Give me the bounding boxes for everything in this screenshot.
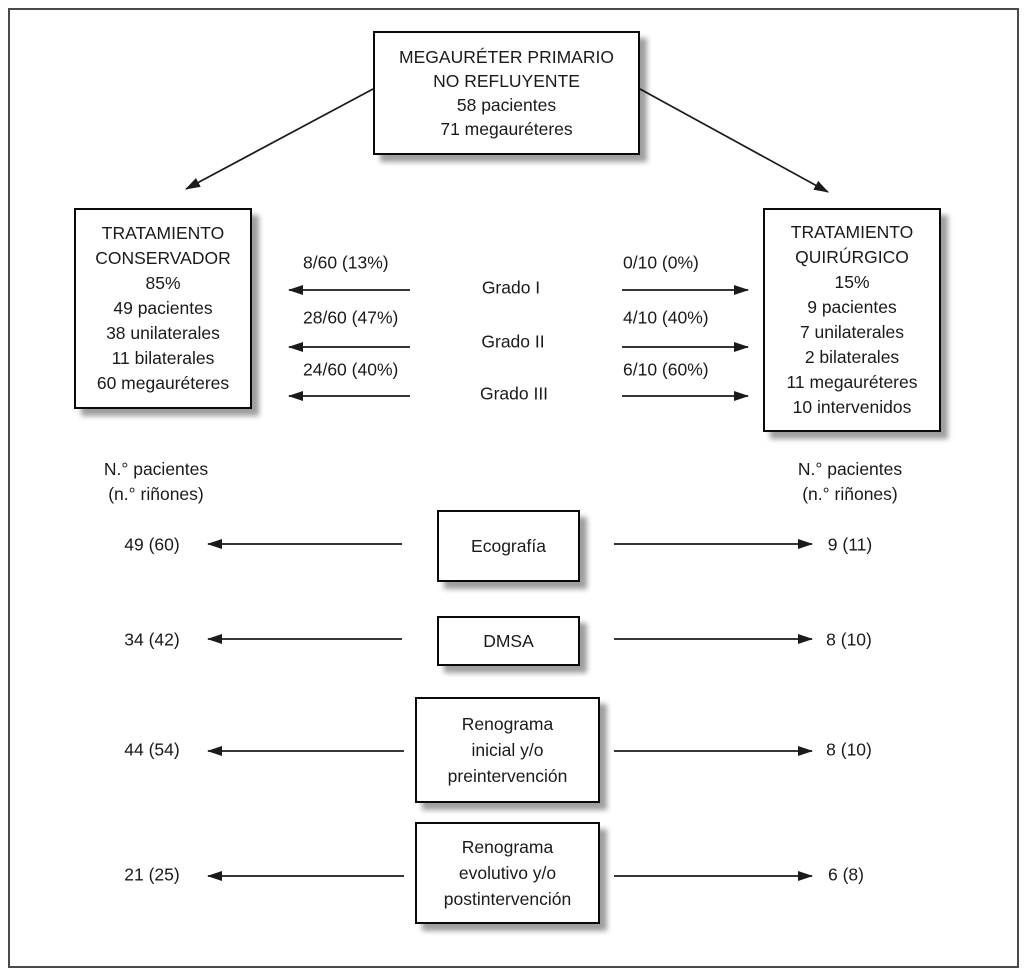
grado3-fraction-quirurgico: 6/10 (60%) bbox=[623, 359, 709, 380]
root-box: MEGAURÉTER PRIMARIO NO REFLUYENTE 58 pac… bbox=[373, 31, 640, 155]
left-column-header-line1: N.° pacientes bbox=[103, 459, 209, 479]
renograma-inicial-value-quirurgico: 8 (10) bbox=[826, 739, 872, 760]
quirurgico-box-line: 7 unilaterales bbox=[799, 322, 905, 342]
conservador-box-line: 60 megauréteres bbox=[96, 373, 230, 393]
conservador-box-line: 11 bilaterales bbox=[111, 348, 215, 368]
dmsa-value-conservador: 34 (42) bbox=[124, 629, 180, 650]
arrow-root-to-quirurgico bbox=[639, 88, 829, 193]
right-column-header-line1: N.° pacientes bbox=[797, 459, 903, 479]
grado1-fraction-quirurgico: 0/10 (0%) bbox=[623, 252, 699, 273]
conservador-box-line: CONSERVADOR bbox=[95, 248, 231, 268]
renograma-evolutivo-box-line: evolutivo y/o bbox=[458, 863, 557, 883]
renograma-inicial-value-conservador: 44 (54) bbox=[124, 739, 180, 760]
right-column-header-line2: (n.° riñones) bbox=[802, 484, 898, 504]
dmsa-value-quirurgico: 8 (10) bbox=[826, 629, 872, 650]
quirurgico-box: TRATAMIENTO QUIRÚRGICO 15% 9 pacientes 7… bbox=[763, 208, 941, 432]
quirurgico-box-line: QUIRÚRGICO bbox=[795, 247, 909, 267]
grado3-label: Grado III bbox=[479, 383, 549, 404]
renograma-evolutivo-value-quirurgico: 6 (8) bbox=[828, 864, 864, 885]
quirurgico-box-line: 2 bilaterales bbox=[804, 347, 900, 367]
grado2-fraction-quirurgico: 4/10 (40%) bbox=[623, 307, 709, 328]
renograma-inicial-box-line: inicial y/o bbox=[471, 740, 544, 760]
ecografia-value-conservador: 49 (60) bbox=[124, 534, 180, 555]
dmsa-box-label: DMSA bbox=[483, 630, 534, 651]
right-column-header: N.° pacientes (n.° riñones) bbox=[798, 457, 902, 507]
root-box-line: 71 megauréteres bbox=[440, 119, 573, 139]
quirurgico-box-line: 15% bbox=[834, 272, 870, 292]
quirurgico-box-line: TRATAMIENTO bbox=[790, 222, 914, 242]
left-column-header-line2: (n.° riñones) bbox=[108, 484, 204, 504]
left-column-header: N.° pacientes (n.° riñones) bbox=[104, 457, 208, 507]
grado2-fraction-conservador: 28/60 (47%) bbox=[303, 307, 399, 328]
arrow-root-to-conservador bbox=[185, 88, 374, 190]
renograma-inicial-box-line: preintervención bbox=[447, 766, 568, 786]
ecografia-value-quirurgico: 9 (11) bbox=[827, 534, 873, 555]
conservador-box-line: 38 unilaterales bbox=[106, 323, 220, 343]
conservador-box-line: 85% bbox=[145, 273, 181, 293]
ecografia-box: Ecografía bbox=[437, 510, 580, 582]
quirurgico-box-line: 9 pacientes bbox=[807, 297, 897, 317]
conservador-box-line: 49 pacientes bbox=[113, 298, 213, 318]
quirurgico-box-line: 10 intervenidos bbox=[792, 397, 912, 417]
root-box-line: 58 pacientes bbox=[456, 95, 557, 115]
grado1-label: Grado I bbox=[481, 277, 541, 298]
renograma-evolutivo-box-line: Renograma bbox=[461, 837, 554, 857]
renograma-inicial-box-line: Renograma bbox=[461, 714, 554, 734]
ecografia-box-label: Ecografía bbox=[471, 535, 546, 556]
conservador-box: TRATAMIENTO CONSERVADOR 85% 49 pacientes… bbox=[74, 208, 252, 409]
grado2-label: Grado II bbox=[481, 331, 545, 352]
grado1-fraction-conservador: 8/60 (13%) bbox=[303, 252, 389, 273]
renograma-evolutivo-box-line: postintervención bbox=[443, 889, 572, 909]
root-box-line: MEGAURÉTER PRIMARIO bbox=[399, 47, 614, 67]
dmsa-box: DMSA bbox=[437, 616, 580, 666]
quirurgico-box-line: 11 megauréteres bbox=[786, 372, 918, 392]
renograma-evolutivo-value-conservador: 21 (25) bbox=[124, 864, 180, 885]
renograma-evolutivo-box: Renograma evolutivo y/o postintervención bbox=[415, 822, 600, 924]
conservador-box-line: TRATAMIENTO bbox=[101, 223, 225, 243]
root-box-line: NO REFLUYENTE bbox=[433, 71, 580, 91]
renograma-inicial-box: Renograma inicial y/o preintervención bbox=[415, 697, 600, 803]
grado3-fraction-conservador: 24/60 (40%) bbox=[303, 359, 399, 380]
